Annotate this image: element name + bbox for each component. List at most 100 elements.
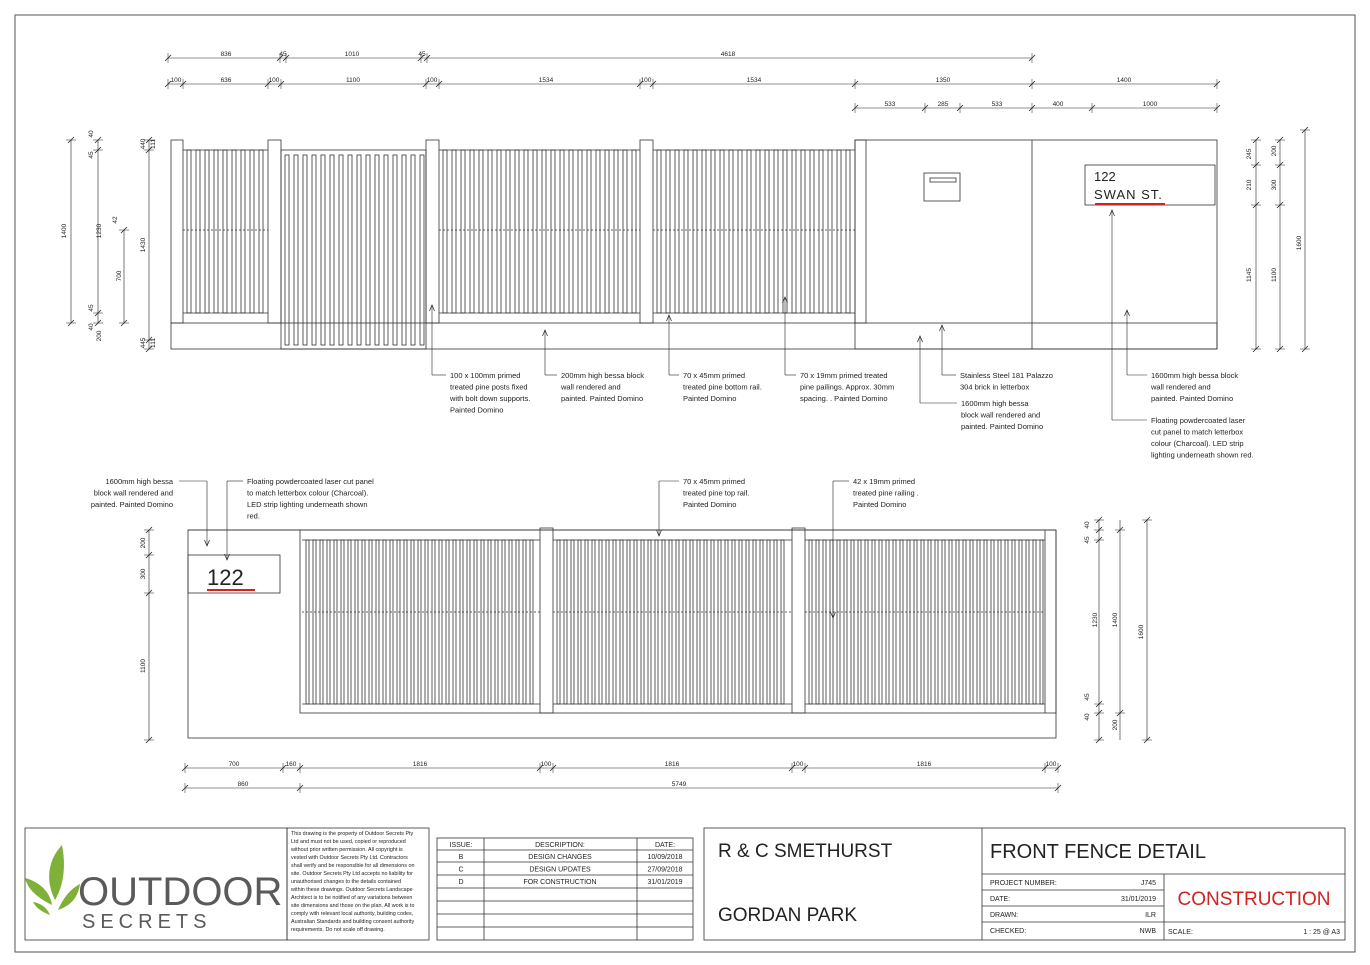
pailing: [755, 149, 761, 314]
pailing: [460, 149, 466, 314]
dimension-label: 1100: [1271, 268, 1278, 282]
pailing: [222, 149, 228, 314]
issue-date: 10/09/2018: [647, 854, 682, 861]
pailing: [800, 149, 806, 314]
pailing: [683, 149, 689, 314]
dimension-label: 210: [1246, 179, 1253, 190]
pailing: [1025, 539, 1030, 705]
dimension-label: 700: [229, 761, 240, 768]
pailing: [948, 539, 953, 705]
arrow-icon: [1124, 309, 1130, 317]
dimension-label: 45: [1084, 693, 1091, 701]
pailing: [899, 539, 904, 705]
pailing: [240, 149, 246, 314]
dimension-label: 100: [1046, 761, 1057, 768]
dimension-label: 1100: [346, 77, 360, 84]
disclaimer-line: without prior written permission. All co…: [290, 847, 403, 853]
pailing: [731, 539, 736, 705]
pailing: [745, 539, 750, 705]
pailing: [871, 539, 876, 705]
122-sign-panel: [187, 554, 281, 594]
pailing: [710, 539, 715, 705]
pailing: [591, 539, 596, 705]
pailing: [752, 539, 757, 705]
pailing: [633, 539, 638, 705]
field-value: J745: [1141, 880, 1156, 887]
dimension-label: 40: [88, 130, 95, 138]
pailing: [311, 154, 317, 346]
dimension-label: 1816: [917, 761, 932, 768]
dimension-label: 445: [140, 337, 147, 348]
dimension-label: 300: [1271, 179, 1278, 190]
pailing: [827, 149, 833, 314]
pailing: [728, 149, 734, 314]
pailing: [213, 149, 219, 314]
annotation-note: to match letterbox colour (Charcoal).: [247, 489, 368, 498]
pailing: [505, 149, 511, 314]
pailing: [934, 539, 939, 705]
pailing: [626, 539, 631, 705]
issue-letter: C: [458, 867, 463, 874]
dimension-label: 1000: [1143, 101, 1158, 108]
pailing: [703, 539, 708, 705]
pailing: [515, 539, 520, 705]
dimension-label: 300: [140, 568, 147, 579]
arrow-icon: [224, 553, 230, 561]
fence-pailings: [183, 149, 855, 346]
dimension-label: 42: [112, 216, 119, 224]
pailing: [850, 539, 855, 705]
pailing: [692, 149, 698, 314]
pailing: [656, 149, 662, 314]
dimension-label: 1816: [413, 761, 428, 768]
project-box: [703, 827, 1346, 941]
dimension-label: 45: [418, 51, 426, 58]
pailing: [568, 149, 574, 314]
field-label: DATE:: [990, 896, 1010, 903]
pailing: [764, 149, 770, 314]
pailing: [374, 154, 380, 346]
dimension-label: 1230: [1092, 612, 1099, 627]
dimension-label: 533: [992, 101, 1003, 108]
dimension-label: 100: [641, 77, 652, 84]
pailing: [410, 154, 416, 346]
pailing: [808, 539, 813, 705]
fence-elevation-front: [170, 139, 1218, 350]
pailing: [864, 539, 869, 705]
pailing: [302, 154, 308, 346]
logo-leaf-icon: [49, 845, 64, 900]
annotation-note: Painted Domino: [450, 406, 503, 415]
annotation-note: treated pine bottom rail.: [683, 383, 762, 392]
fence-post: [267, 139, 282, 324]
pailing: [640, 539, 645, 705]
issue-date: 31/01/2019: [647, 879, 682, 886]
pailing: [780, 539, 785, 705]
issue-letter: D: [458, 879, 463, 886]
pailing: [668, 539, 673, 705]
pailing: [231, 149, 237, 314]
disclaimer-line: This drawing is the property of Outdoor …: [291, 831, 414, 837]
pailing: [424, 539, 429, 705]
field-label: PROJECT NUMBER:: [990, 880, 1057, 887]
pailing: [955, 539, 960, 705]
pailing: [354, 539, 359, 705]
dimension-label: 40: [88, 323, 95, 331]
pailing: [724, 539, 729, 705]
disclaimer-line: Ltd and must not be used, copied or repr…: [291, 839, 406, 845]
pailing: [815, 539, 820, 705]
annotation-note: 1600mm high bessa block: [1151, 371, 1238, 380]
arrow-icon: [1109, 209, 1115, 217]
pailing: [469, 149, 475, 314]
pailing: [746, 149, 752, 314]
annotation-note: Stainless Steel 181 Palazzo: [960, 371, 1053, 380]
pailing: [969, 539, 974, 705]
pailing: [647, 539, 652, 705]
dimension-label: 700: [116, 270, 123, 281]
pailing: [701, 149, 707, 314]
pailing: [962, 539, 967, 705]
pailing: [759, 539, 764, 705]
annotation-note: Painted Domino: [683, 500, 736, 509]
pailing: [604, 149, 610, 314]
pailing: [382, 539, 387, 705]
fence-post: [639, 139, 654, 324]
pailing: [913, 539, 918, 705]
